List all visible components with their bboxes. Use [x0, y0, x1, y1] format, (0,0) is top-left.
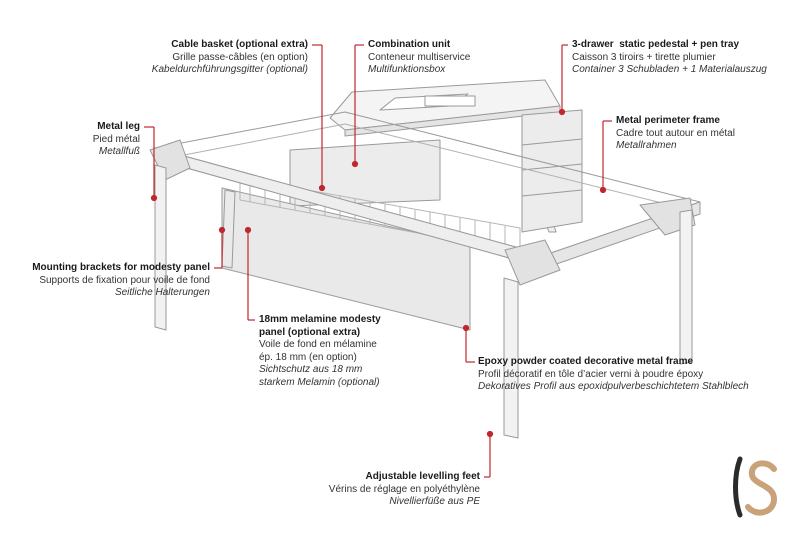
callout-fr: Cadre tout autour en métal: [616, 127, 735, 139]
callout-de: Container 3 Schubladen + 1 Materialauszu…: [572, 64, 767, 75]
callout-title: Epoxy powder coated decorative metal fra…: [478, 356, 694, 367]
callout-fr-line2: ép. 18 mm (en option): [259, 351, 357, 363]
callout-fr: Caisson 3 tiroirs + tirette plumier: [572, 51, 716, 63]
leader-lines: [144, 44, 612, 478]
desk-drawing: [149, 79, 701, 439]
callout-perimeter-frame: Metal perimeter frame Cadre tout autour …: [616, 115, 786, 153]
callout-title-line2: panel (optional extra): [259, 326, 361, 338]
callout-combination-unit: Combination unit Conteneur multiservice …: [368, 39, 528, 77]
callout-title-line1: 18mm melamine modesty: [259, 314, 381, 325]
callout-metal-leg: Metal leg Pied métal Metallfuß: [40, 121, 140, 159]
callout-levelling-feet: Adjustable levelling feet Vérins de régl…: [290, 471, 480, 509]
callout-title: Mounting brackets for modesty panel: [32, 262, 210, 273]
logo-s-stroke: [745, 460, 778, 516]
callout-de: Metallfuß: [98, 146, 140, 157]
callout-mounting-brackets: Mounting brackets for modesty panel Supp…: [10, 262, 210, 300]
callout-de-line2: starkem Melamin (optional): [259, 376, 380, 388]
brand-logo: [733, 456, 778, 518]
callout-de: Kabeldurchführungsgitter (optional): [151, 64, 308, 75]
callout-title: Metal perimeter frame: [616, 115, 720, 126]
callout-de: Seitliche Halterungen: [114, 287, 210, 298]
callout-de: Dekoratives Profil aus epoxidpulverbesch…: [478, 381, 749, 392]
callout-fr: Pied métal: [92, 133, 140, 145]
callout-fr: Profil décoratif en tôle d’acier verni à…: [478, 368, 704, 380]
callout-modesty-panel: 18mm melamine modesty panel (optional ex…: [259, 314, 429, 389]
callout-de: Nivellierfüße aus PE: [389, 496, 480, 507]
callout-cable-basket: Cable basket (optional extra) Grille pas…: [110, 39, 308, 77]
callout-de: Multifunktionsbox: [368, 64, 446, 75]
callout-fr: Grille passe-câbles (en option): [172, 51, 308, 63]
callout-fr: Conteneur multiservice: [368, 51, 471, 63]
callout-title: Adjustable levelling feet: [365, 471, 480, 482]
callout-de: Metallrahmen: [616, 140, 677, 151]
callout-title: Metal leg: [97, 121, 140, 132]
callout-fr: Vérins de réglage en polyéthylène: [328, 483, 480, 495]
callout-title: Cable basket (optional extra): [171, 39, 308, 50]
callout-title: 3-drawer static pedestal + pen tray: [572, 39, 740, 50]
callout-title: Combination unit: [368, 39, 451, 50]
callout-epoxy-frame: Epoxy powder coated decorative metal fra…: [478, 356, 778, 394]
callout-de-line1: Sichtschutz aus 18 mm: [259, 364, 363, 375]
logo-l-stroke: [733, 456, 743, 518]
callout-pedestal: 3-drawer static pedestal + pen tray Cais…: [572, 39, 792, 77]
callout-fr: Supports de fixation pour voile de fond: [39, 274, 210, 286]
callout-fr-line1: Voile de fond en mélamine: [259, 339, 377, 350]
